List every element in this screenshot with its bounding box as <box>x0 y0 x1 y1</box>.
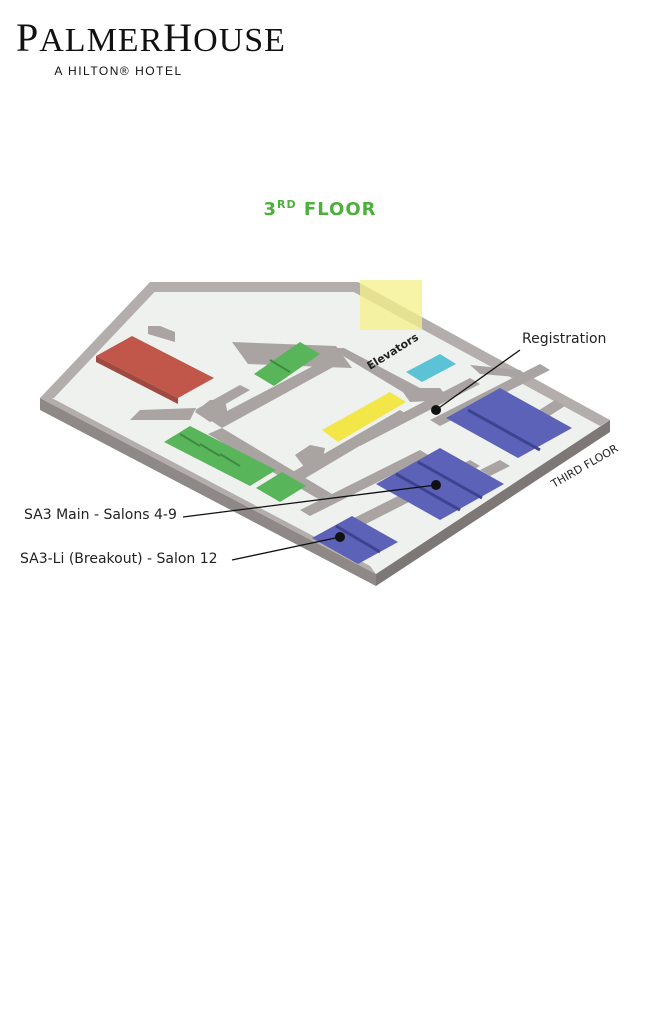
hotel-logo: PALMERHOUSE A HILTON® HOTEL <box>16 15 286 79</box>
callout-sa3-main-label: SA3 Main - Salons 4-9 <box>24 507 177 523</box>
rooms-green <box>164 342 320 502</box>
room-yellow <box>322 280 422 442</box>
floor-plan-map: Elevators THIRD FLOOR Registration SA3 M… <box>20 280 621 586</box>
floor-title: 3RD FLOOR <box>263 198 377 220</box>
callout-registration-label: Registration <box>522 331 606 347</box>
logo-subtitle: A HILTON® HOTEL <box>54 64 183 78</box>
callout-sa3-li: SA3-Li (Breakout) - Salon 12 <box>20 532 345 567</box>
logo-wordmark: PALMERHOUSE <box>16 15 286 60</box>
callout-sa3-main: SA3 Main - Salons 4-9 <box>24 480 441 523</box>
room-red <box>96 336 214 404</box>
callout-registration: Registration <box>431 331 606 415</box>
callout-sa3-li-label: SA3-Li (Breakout) - Salon 12 <box>20 551 218 567</box>
room-cyan <box>406 354 456 382</box>
